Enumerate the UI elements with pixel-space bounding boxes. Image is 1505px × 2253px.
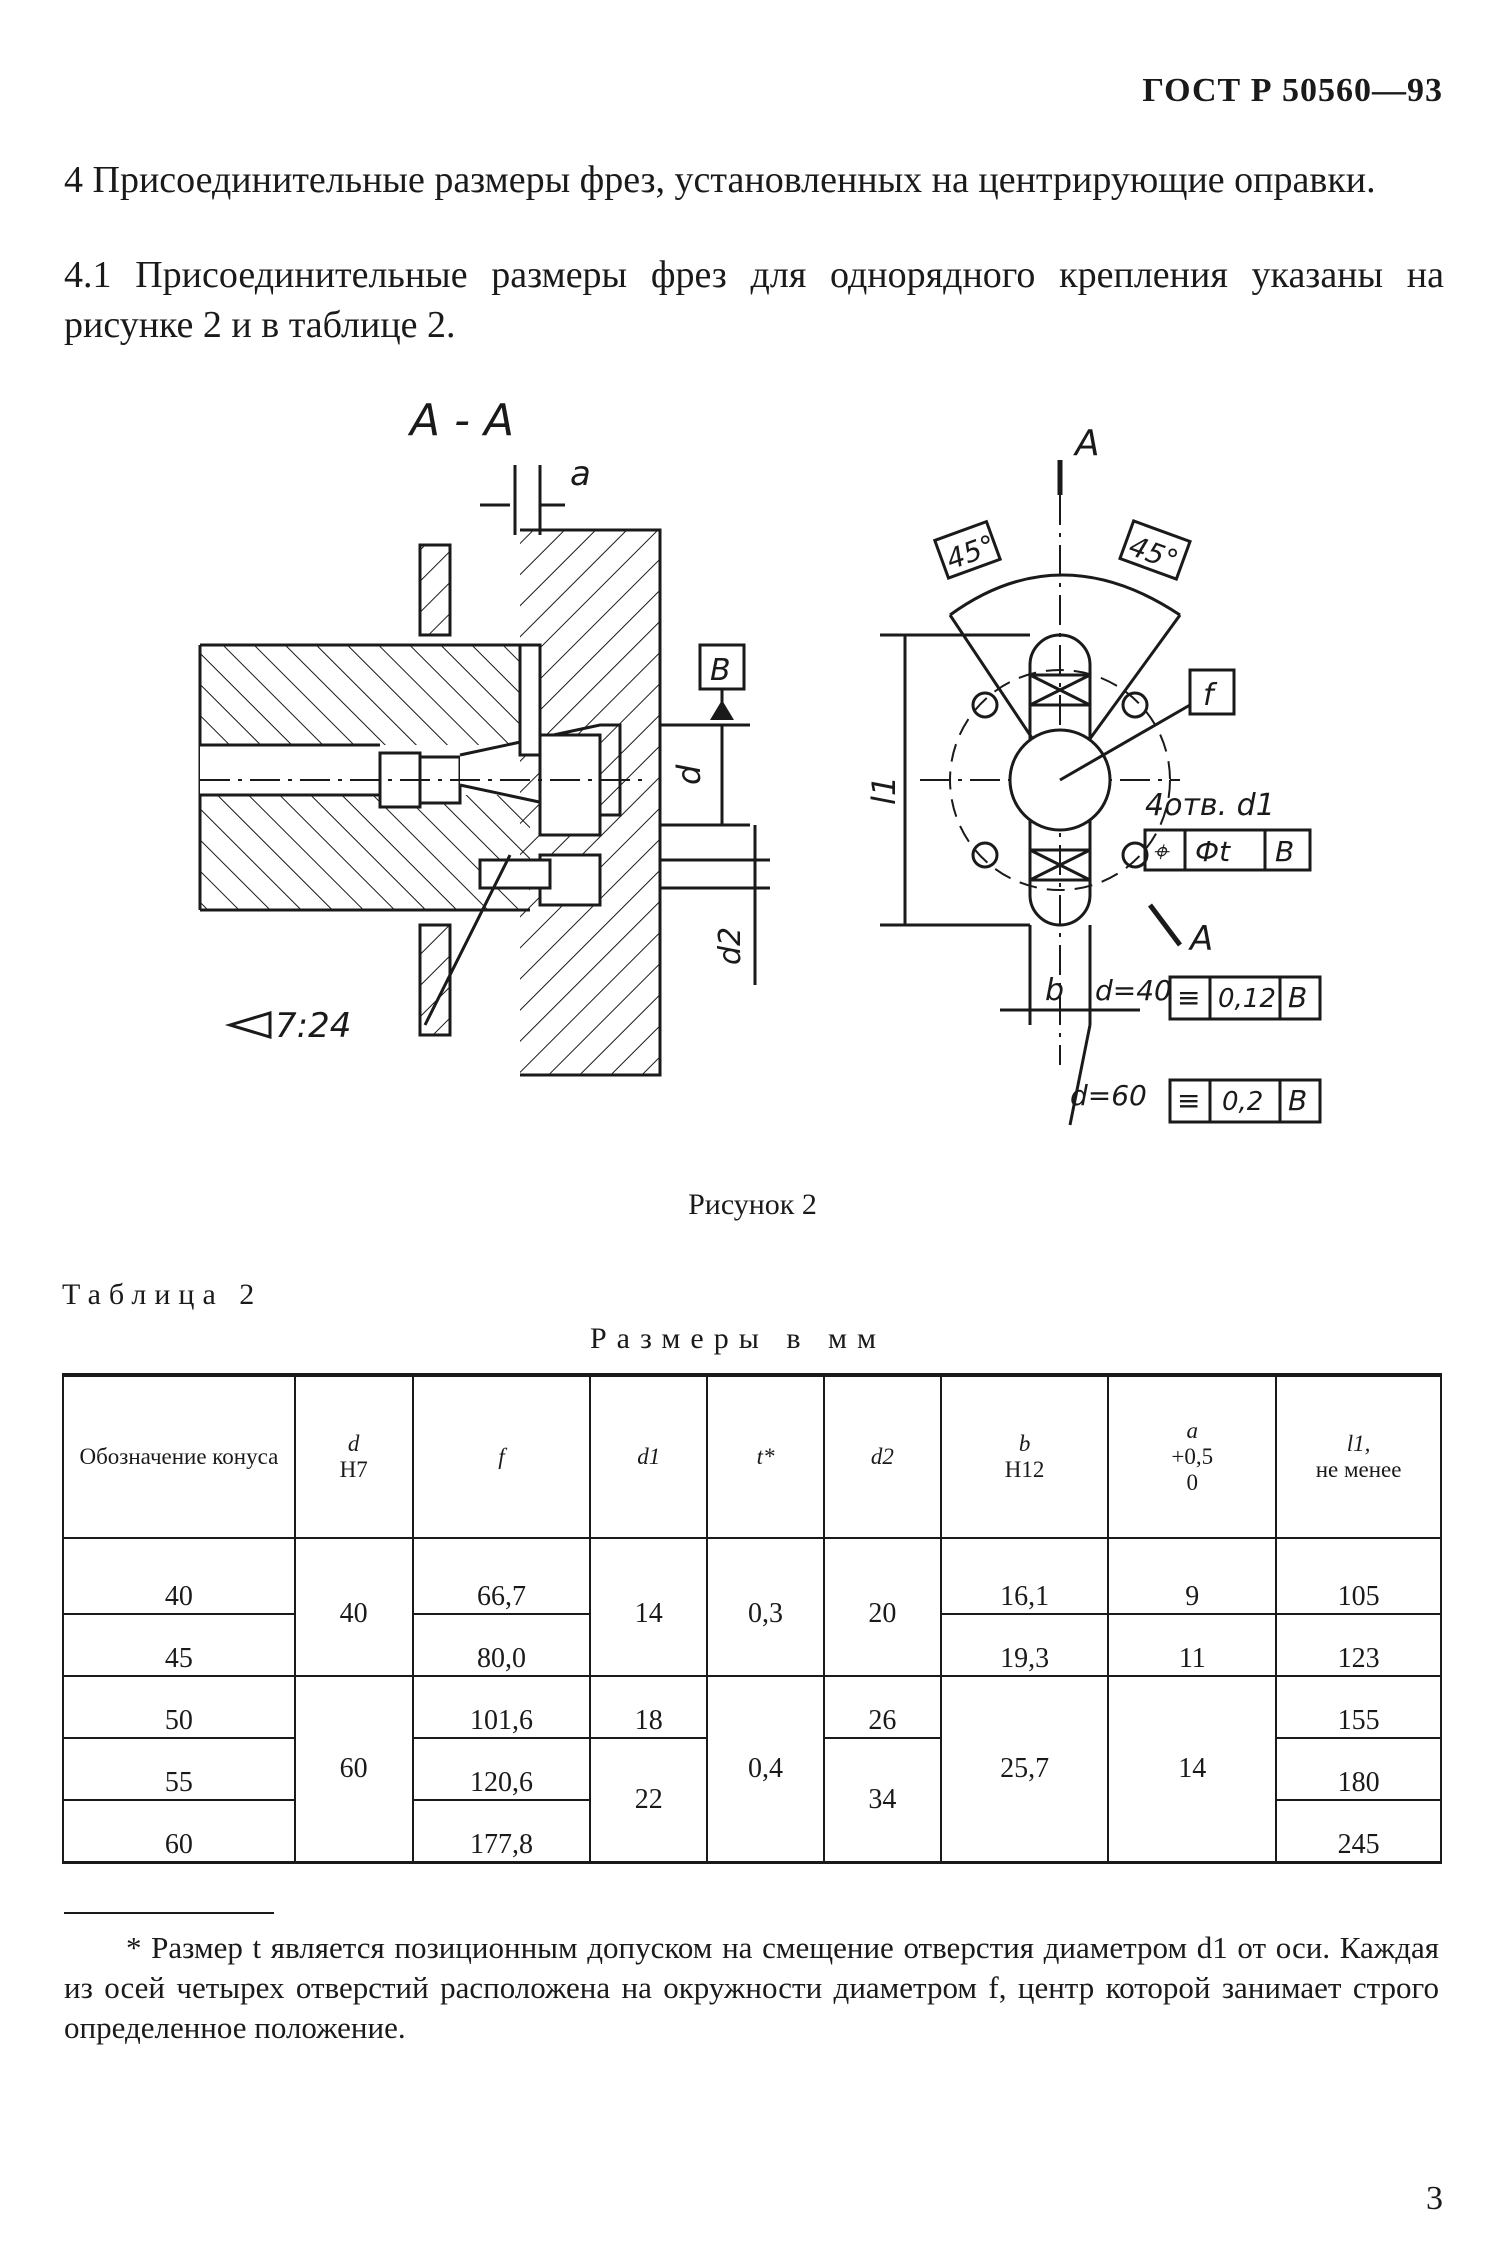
page-number: 3	[1426, 2180, 1443, 2217]
label-f: f	[1203, 678, 1218, 713]
table-row: 40 40 66,7 14 0,3 20 16,1 9 105	[62, 1538, 1442, 1677]
cell-d1: 22	[589, 1738, 708, 1863]
symbol-symmetry-1: ≡	[1177, 981, 1200, 1014]
label-b-ref-2: B	[1288, 981, 1307, 1014]
table-row: 45 80,0 19,3 11 123	[62, 1614, 1442, 1677]
label-phi-t: Фt	[1195, 835, 1231, 868]
cell-f: 120,6	[411, 1738, 591, 1801]
technical-drawing: A - A	[180, 385, 1380, 1175]
label-b-datum: B	[710, 653, 731, 688]
drawing-svg: A - A	[198, 395, 1322, 1126]
cell-d1: 18	[589, 1676, 708, 1739]
label-b-ref: B	[1275, 835, 1294, 868]
label-tol-02: 0,2	[1222, 1087, 1263, 1117]
cell-t: 0,4	[706, 1676, 824, 1863]
header-f: f	[411, 1375, 591, 1539]
cell-cone: 45	[62, 1614, 295, 1677]
cell-cone: 60	[62, 1800, 295, 1863]
cell-l1: 245	[1275, 1800, 1442, 1863]
cell-d: 60	[293, 1676, 413, 1863]
cell-l1: 105	[1275, 1538, 1442, 1615]
label-l1: l1	[865, 776, 903, 805]
label-d60: d=60	[1070, 1079, 1147, 1112]
cell-f: 101,6	[411, 1676, 591, 1739]
header-t: t*	[706, 1375, 824, 1539]
cell-f: 177,8	[411, 1800, 591, 1863]
table-units: Размеры в мм	[590, 1322, 887, 1355]
table-row: 50 60 101,6 18 0,4 26 25,7 14 155	[62, 1676, 1442, 1863]
label-a-bottom: A	[1188, 919, 1213, 959]
symbol-position: ⌖	[1152, 835, 1170, 868]
label-d: d	[670, 764, 708, 785]
cell-d: 40	[293, 1538, 413, 1677]
cell-l1: 123	[1275, 1614, 1442, 1677]
label-d40: d=40	[1095, 974, 1172, 1007]
label-d2: d2	[713, 927, 748, 965]
cell-b: 25,7	[939, 1676, 1109, 1863]
header-d1: d1	[589, 1375, 708, 1539]
cell-cone: 50	[62, 1676, 295, 1739]
figure-caption: Рисунок 2	[688, 1188, 817, 1221]
label-tol-012: 0,12	[1218, 984, 1276, 1014]
cell-l1: 155	[1275, 1676, 1442, 1739]
cell-f: 80,0	[411, 1614, 591, 1677]
cell-d1: 14	[589, 1538, 708, 1677]
header-d2: d2	[822, 1375, 941, 1539]
label-a: a	[570, 454, 591, 494]
label-taper: 7:24	[275, 1006, 351, 1046]
cell-cone: 40	[62, 1538, 295, 1615]
cell-a: 9	[1107, 1538, 1277, 1615]
cell-d2: 20	[822, 1538, 941, 1677]
document-header: ГОСТ Р 50560—93	[1142, 72, 1443, 109]
header-cone: Обозначение конуса	[62, 1375, 295, 1539]
cell-a: 11	[1107, 1614, 1277, 1677]
table-row: 55 120,6 22 34 180	[62, 1738, 1442, 1863]
paragraph-4-1: 4.1 Присоединительные размеры фрез для о…	[64, 254, 1444, 346]
label-b: b	[1045, 973, 1064, 1008]
label-holes: 4отв. d1	[1145, 788, 1275, 823]
cell-a: 14	[1107, 1676, 1277, 1863]
cell-b: 19,3	[939, 1614, 1109, 1677]
section-label: A - A	[407, 395, 514, 446]
cell-cone: 55	[62, 1738, 295, 1801]
cell-l1: 180	[1275, 1738, 1442, 1801]
cell-d2: 26	[822, 1676, 941, 1739]
cell-d2: 34	[822, 1738, 941, 1863]
symbol-symmetry-2: ≡	[1177, 1084, 1200, 1117]
footnote: * Размер t является позиционным допуском…	[64, 1930, 1439, 2045]
paragraph-4: 4 Присоединительные размеры фрез, устано…	[64, 159, 1376, 201]
footnote-divider	[64, 1912, 274, 1914]
table-label: Таблица 2	[62, 1278, 263, 1311]
table-row: 60 177,8 245	[62, 1800, 1442, 1863]
label-b-ref-3: B	[1288, 1084, 1307, 1117]
cell-f: 66,7	[411, 1538, 591, 1615]
header-l1: l1,не менее	[1275, 1375, 1442, 1539]
cell-b: 16,1	[939, 1538, 1109, 1615]
cell-t: 0,3	[706, 1538, 824, 1677]
label-a-top: A	[1073, 423, 1100, 464]
